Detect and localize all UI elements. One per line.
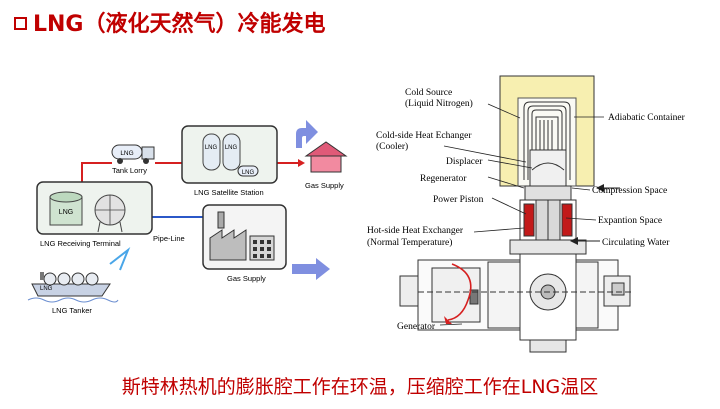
tanker-lng-label: LNG [40, 286, 53, 292]
gas-supply-bottom-label: Gas Supply [227, 274, 266, 283]
slide-footer-caption: 斯特林热机的膨胀腔工作在环温，压缩腔工作在LNG温区 [121, 376, 599, 398]
big-blue-arrow [292, 258, 330, 280]
checkbox-bullet-icon [14, 16, 27, 30]
spherical-tank-icon [94, 194, 126, 233]
cold-hx-label: Cold-side Heat Echanger [376, 131, 472, 141]
power-piston-label: Power Piston [433, 195, 484, 205]
satellite-tank-lng-label-2: LNG [225, 145, 238, 151]
red-arrowhead [298, 159, 305, 167]
lng-storage-tank-icon [49, 191, 83, 226]
satellite-lorry-lng-label: LNG [242, 170, 255, 176]
house-icon [304, 141, 348, 173]
displacer-label: Displacer [446, 157, 483, 167]
expansion-space-label: Expantion Space [598, 216, 662, 226]
direction-arrows [570, 184, 620, 245]
adiabatic-container-label: Adiabatic Container [608, 113, 686, 123]
satellite-tank-lng-label-1: LNG [205, 145, 218, 151]
slide-title-text: LNG（液化天然气）冷能发电 [33, 12, 326, 37]
gas-supply-top-label: Gas Supply [305, 181, 344, 190]
red-supply-lines [81, 162, 298, 185]
receiving-terminal-label: LNG Receiving Terminal [40, 239, 121, 248]
cold-source-label: Cold Source [405, 88, 452, 98]
satellite-station-label: LNG Satellite Station [194, 188, 264, 197]
circulating-water-label: Circulating Water [602, 238, 670, 248]
pipe-line-label: Pipe-Line [153, 234, 185, 243]
tank-lorry-icon [111, 144, 155, 164]
displacer-cylinder [519, 149, 577, 250]
slide-title: LNG（液化天然气）冷能发电 [14, 6, 326, 38]
lng-tanker-icon [27, 272, 119, 303]
pipeline-to-tanker [109, 246, 131, 271]
factory-icon [209, 211, 275, 261]
hot-hx-label: Hot-side Heat Exchanger [367, 226, 464, 236]
generator-label: Generator [397, 322, 436, 332]
tank-lng-label: LNG [59, 209, 73, 216]
crankcase-generator [399, 239, 632, 353]
lorry-lng-label: LNG [120, 150, 133, 157]
tanker-label: LNG Tanker [52, 306, 92, 315]
curved-blue-arrow [296, 120, 318, 148]
hot-hx-sub-label: (Normal Temperature) [367, 237, 452, 248]
leader-lines [439, 103, 604, 326]
generator-arrowhead [444, 316, 452, 324]
regenerator-label: Regenerator [420, 174, 467, 184]
satellite-tanks-icon [202, 133, 259, 177]
cold-source-sub-label: (Liquid Nitrogen) [405, 98, 473, 109]
tank-lorry-label: Tank Lorry [112, 166, 147, 175]
compression-space-label: Compression Space [592, 186, 667, 196]
cold-hx-sub-label: (Cooler) [376, 141, 408, 152]
generator-rotation-arrow [447, 263, 472, 321]
